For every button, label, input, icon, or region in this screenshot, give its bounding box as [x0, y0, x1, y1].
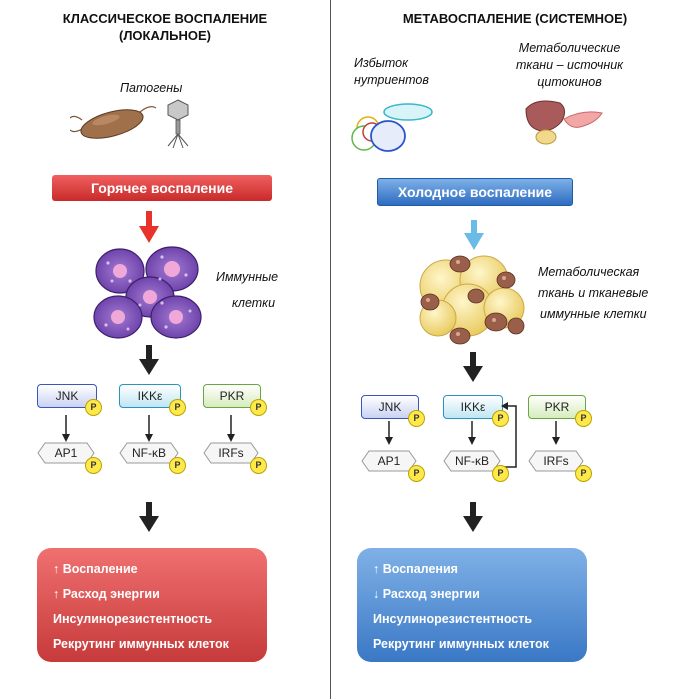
nutrients-label: Избыток нутриентов [354, 55, 429, 89]
black-arrow-icon [463, 502, 483, 532]
tissues-line1: Метаболические [518, 41, 621, 55]
pathogens-label: Патогены [120, 81, 183, 95]
left-factor-irfs: IRFs [203, 442, 259, 464]
tissues-line2: ткани – источник [516, 58, 624, 72]
black-arrow-icon [463, 352, 483, 382]
red-arrow-icon [139, 211, 159, 243]
left-outcome-energy: ↑ Расход энергии [53, 587, 160, 601]
nutrients-illustration [351, 103, 433, 152]
left-title: КЛАССИЧЕСКОЕ ВОСПАЛЕНИЕ (ЛОКАЛЬНОЕ) [40, 10, 290, 44]
left-phospho-badge-jnk: P [85, 399, 102, 416]
left-phospho-badge-ap1: P [85, 457, 102, 474]
left-phospho-badge-ikke: P [169, 399, 186, 416]
right-factor-nfkb: NF-κB [443, 450, 501, 472]
right-phospho-badge-pkr: P [575, 410, 592, 427]
right-small-arrows [385, 402, 560, 468]
left-factor-nfkb-label: NF-κB [132, 446, 166, 460]
left-phospho-badge-pkr: P [250, 399, 267, 416]
tissues-line3: цитокинов [537, 75, 602, 89]
bacterium-icon [70, 106, 157, 139]
hot-inflammation-banner: Горячее воспаление [52, 175, 272, 201]
right-factor-irfs-label: IRFs [543, 454, 569, 468]
right-outcomes-box: ↑ Воспаления ↓ Расход энергии Инсулиноре… [357, 548, 587, 662]
center-divider [330, 0, 331, 699]
left-phospho-badge-irfs: P [250, 457, 267, 474]
pathogens-illustration [70, 99, 189, 149]
cold-inflammation-banner: Холодное воспаление [377, 178, 573, 206]
immune-cells-illustration [93, 246, 202, 339]
right-outcome-recruit: Рекрутинг иммунных клеток [373, 637, 549, 651]
metabolic-tissue-label: Метаболическая ткань и тканевые иммунные… [538, 262, 648, 325]
right-phospho-badge-irfs: P [575, 465, 592, 482]
right-title: МЕТАВОСПАЛЕНИЕ (СИСТЕМНОЕ) [402, 11, 628, 26]
left-title-line2: (ЛОКАЛЬНОЕ) [118, 28, 211, 43]
phage-icon [167, 99, 189, 149]
metabolic-tissue-cluster-illustration [419, 255, 525, 345]
black-arrow-icon [139, 502, 159, 532]
blue-arrow-icon [464, 220, 484, 250]
meta-line3: иммунные клетки [540, 307, 647, 321]
metabolic-tissues-illustration [525, 100, 603, 145]
immune-cells-line1: Иммунные [216, 270, 279, 284]
right-phospho-badge-ikke: P [492, 410, 509, 427]
left-factor-irfs-label: IRFs [218, 446, 244, 460]
immune-cells-line2: клетки [232, 296, 276, 310]
left-factor-ap1-label: AP1 [54, 446, 78, 460]
meta-line1: Метаболическая [538, 265, 640, 279]
right-phospho-badge-jnk: P [408, 410, 425, 427]
right-outcome-insulin: Инсулинорезистентность [373, 612, 533, 626]
left-outcome-inflammation: ↑ Воспаление [53, 562, 138, 576]
left-small-arrows [62, 415, 235, 442]
right-factor-irfs: IRFs [528, 450, 584, 472]
left-outcome-insulin: Инсулинорезистентность [53, 612, 213, 626]
right-outcome-inflammation: ↑ Воспаления [373, 562, 458, 576]
right-factor-ap1: AP1 [361, 450, 417, 472]
left-title-line1: КЛАССИЧЕСКОЕ ВОСПАЛЕНИЕ [62, 11, 268, 26]
right-kinase-pkr: PKR [528, 395, 586, 419]
right-factor-nfkb-label: NF-κB [455, 454, 489, 468]
left-phospho-badge-nfkb: P [169, 457, 186, 474]
left-outcome-recruit: Рекрутинг иммунных клеток [53, 637, 229, 651]
meta-line2: ткань и тканевые [538, 286, 649, 300]
nutrients-line1: Избыток [354, 56, 408, 70]
right-outcome-energy: ↓ Расход энергии [373, 587, 480, 601]
left-factor-nfkb: NF-κB [119, 442, 179, 464]
right-phospho-badge-nfkb: P [492, 465, 509, 482]
left-outcomes-box: ↑ Воспаление ↑ Расход энергии Инсулиноре… [37, 548, 267, 662]
immune-cells-label: Иммунные клетки [216, 264, 278, 316]
right-factor-ap1-label: AP1 [377, 454, 401, 468]
right-phospho-badge-ap1: P [408, 465, 425, 482]
tissues-label: Метаболические ткани – источник цитокино… [516, 40, 623, 91]
black-arrow-icon [139, 345, 159, 375]
nutrients-line2: нутриентов [354, 73, 429, 87]
